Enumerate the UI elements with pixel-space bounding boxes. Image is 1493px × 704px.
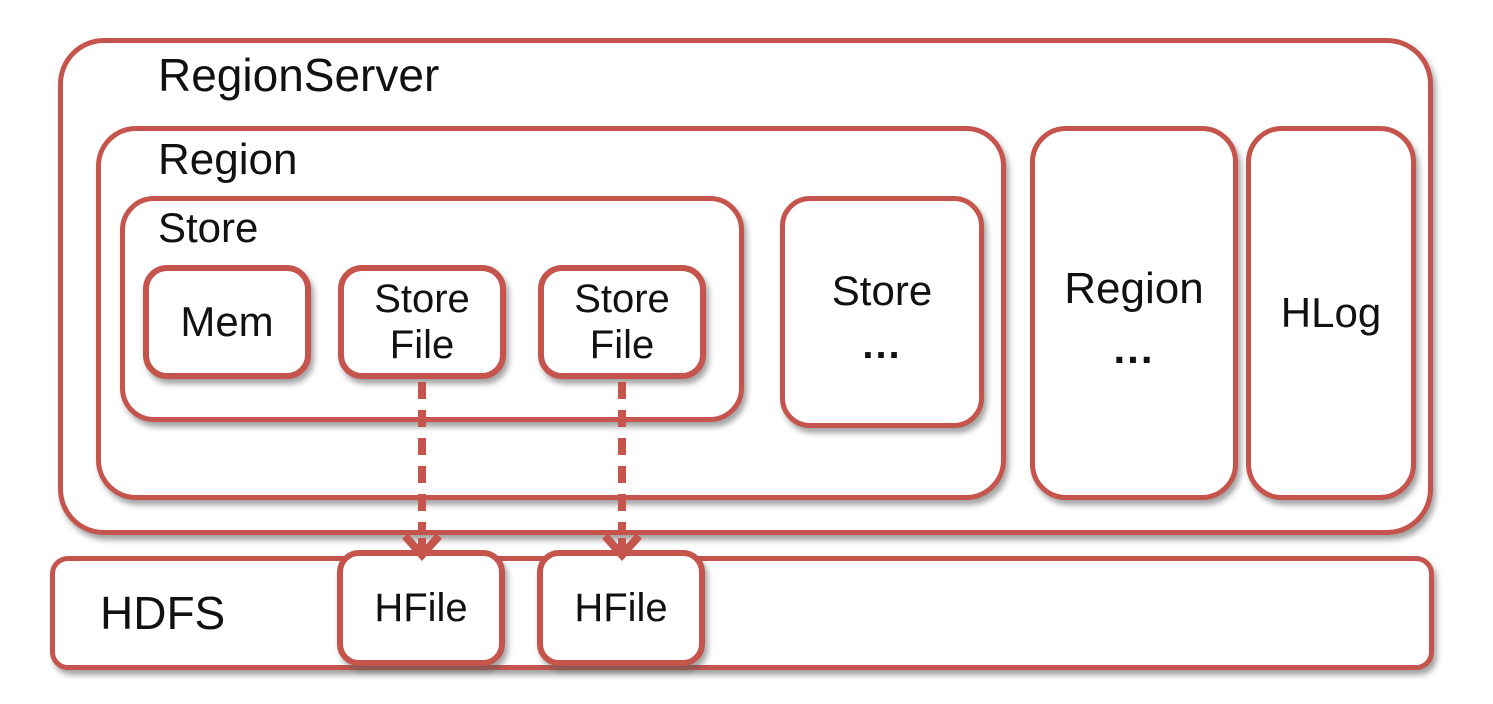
hlog-box: HLog (1246, 126, 1416, 500)
store-more-box: Store ... (780, 196, 984, 428)
hdfs-bar (50, 556, 1434, 670)
hfile-label-2: HFile (574, 585, 668, 630)
memstore-box: Mem (143, 265, 311, 379)
region-more-label: Region (1064, 264, 1204, 314)
hfile-box-1: HFile (337, 550, 505, 666)
memstore-label: Mem (180, 298, 274, 345)
hdfs-label: HDFS (100, 587, 226, 639)
hfile-box-2: HFile (537, 550, 705, 666)
store-more-ellipsis: ... (862, 323, 902, 367)
regionserver-label: RegionServer (158, 49, 440, 101)
hlog-label: HLog (1280, 289, 1382, 336)
storefile-box-1: Store File (338, 265, 506, 379)
storefile-box-2: Store File (538, 265, 706, 379)
storefile-label-2: Store File (574, 277, 670, 367)
hfile-label-1: HFile (374, 585, 468, 630)
region-label: Region (158, 135, 298, 184)
storefile-label-1: Store File (374, 277, 470, 367)
region-more-box: Region ... (1030, 126, 1238, 500)
store-label: Store (158, 204, 259, 251)
region-more-ellipsis: ... (1113, 325, 1155, 373)
store-more-label: Store (831, 267, 933, 314)
